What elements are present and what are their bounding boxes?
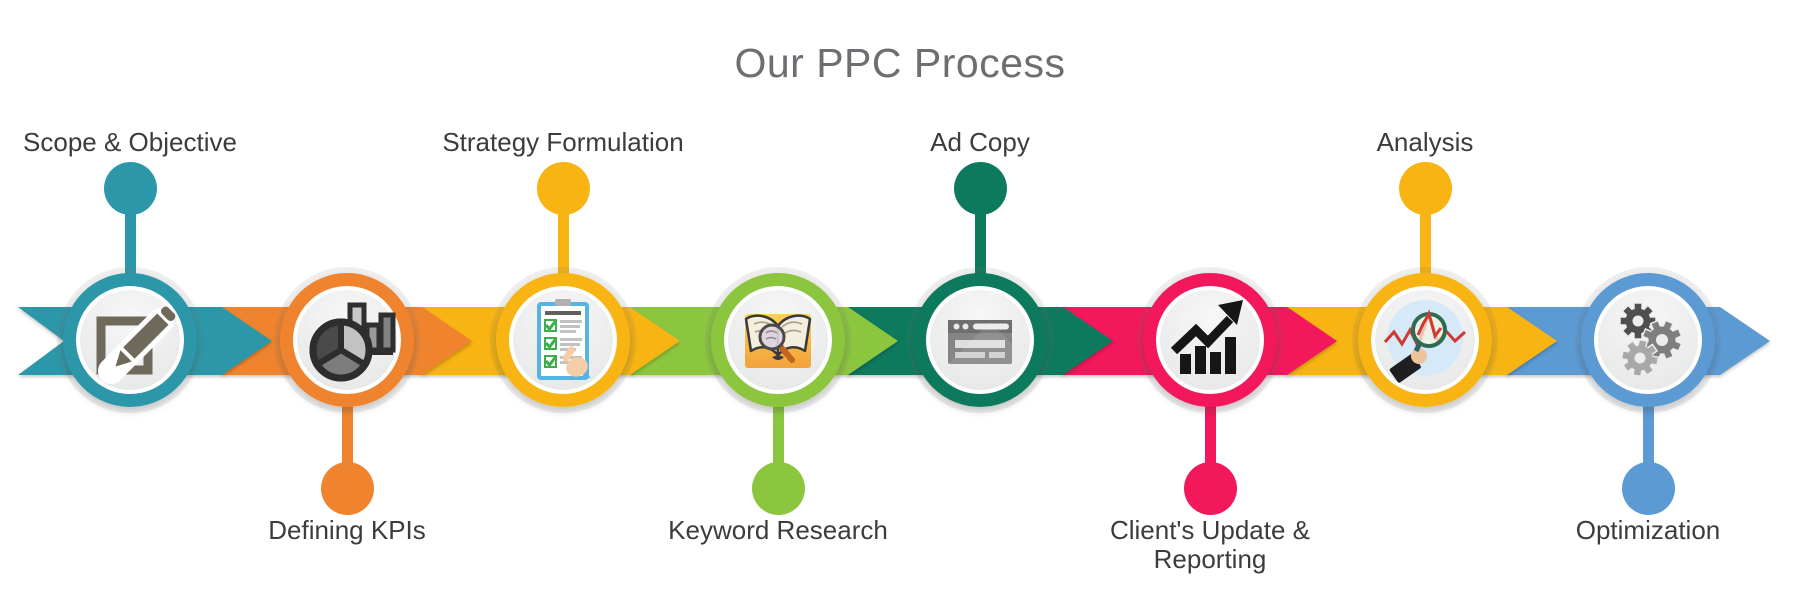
gears-icon	[1619, 302, 1683, 378]
magnifier-graph-icon	[1383, 300, 1467, 383]
step-label: Strategy Formulation	[442, 127, 684, 157]
step-circle	[496, 273, 630, 407]
step-circle	[1358, 273, 1492, 407]
stem-dot	[1398, 161, 1452, 215]
note-pencil-icon	[96, 306, 176, 384]
stem-line	[974, 188, 986, 278]
step-label: Client's Update & Reporting	[1109, 515, 1311, 575]
stem-line	[557, 188, 569, 278]
stem-line	[124, 188, 136, 278]
step-circle	[711, 273, 845, 407]
stem-dot	[751, 461, 805, 515]
stem-line	[1642, 402, 1654, 490]
step-label: Ad Copy	[930, 127, 1030, 157]
stem-dot	[536, 161, 590, 215]
step-label: Keyword Research	[668, 515, 888, 545]
stem-line	[772, 402, 784, 490]
growth-chart-icon	[1170, 300, 1243, 374]
stem-dot	[320, 461, 374, 515]
book-magnifier-icon	[744, 314, 812, 368]
stem-dot	[103, 161, 157, 215]
step-label: Scope & Objective	[23, 127, 237, 157]
step-circle	[63, 273, 197, 407]
step-label: Analysis	[1376, 127, 1474, 157]
stem-line	[1204, 402, 1216, 490]
step-circle	[280, 273, 414, 407]
step-circle	[1143, 273, 1277, 407]
step-circle	[913, 273, 1047, 407]
page-title: Our PPC Process	[734, 40, 1066, 86]
stem-line	[341, 402, 353, 490]
step-label: Optimization	[1575, 515, 1721, 545]
checklist-icon	[537, 299, 591, 380]
step-label: Defining KPIs	[268, 515, 426, 545]
stem-line	[1419, 188, 1431, 278]
browser-window-icon	[948, 320, 1012, 364]
stem-dot	[953, 161, 1007, 215]
stem-dot	[1183, 461, 1237, 515]
step-circle	[1581, 273, 1715, 407]
pie-bar-chart-icon	[309, 302, 396, 382]
stem-dot	[1621, 461, 1675, 515]
